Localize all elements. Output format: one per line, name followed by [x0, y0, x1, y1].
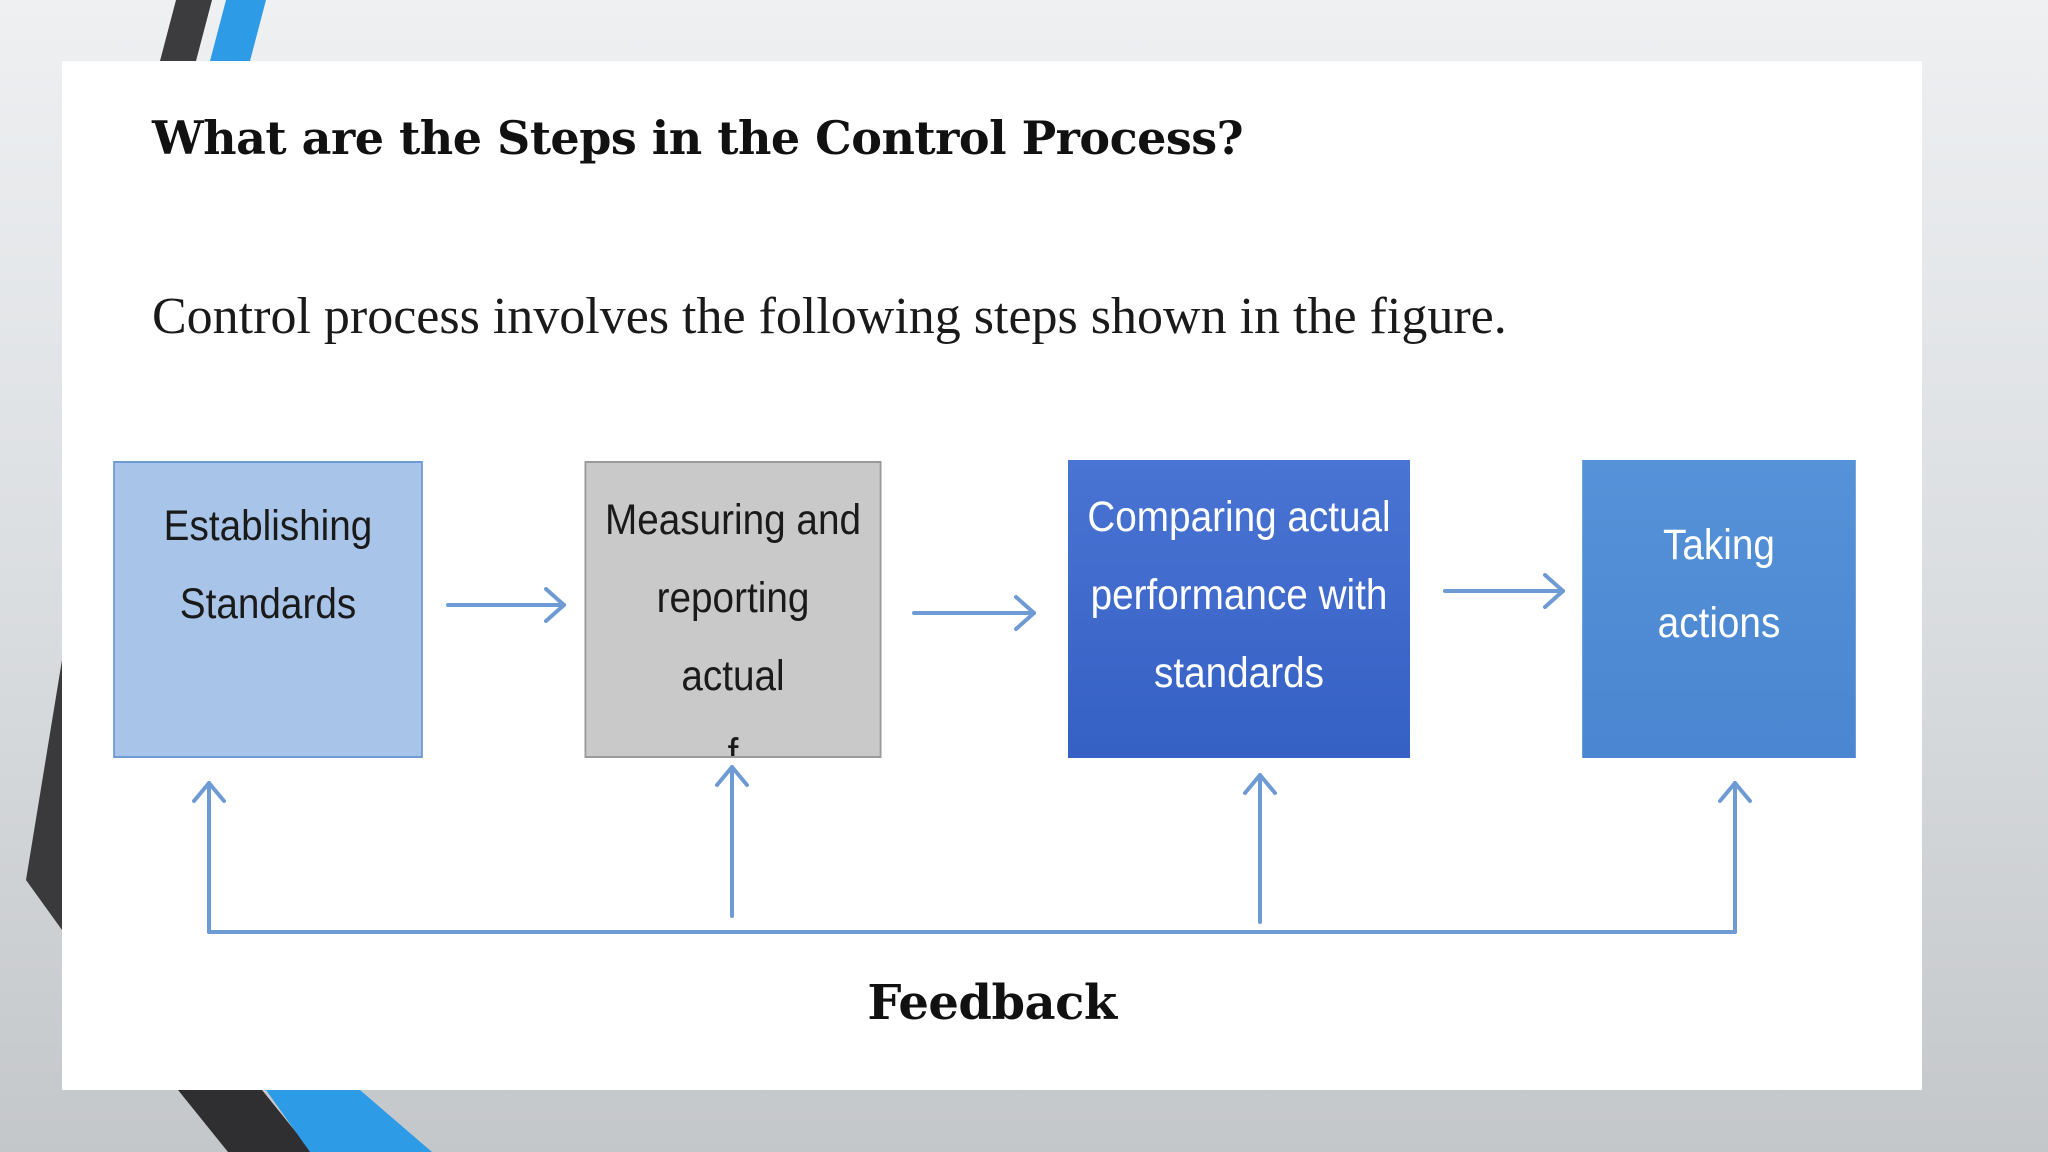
step-label-line: Establishing — [163, 502, 373, 550]
step-label-line: standards — [1154, 649, 1324, 697]
blue-stripe-top — [210, 0, 266, 61]
step-label-line: reporting — [656, 574, 810, 622]
step-measuring-reporting: Measuring and reporting actual f — [584, 461, 882, 758]
slide-card: What are the Steps in the Control Proces… — [62, 61, 1922, 1090]
feedback-label: Feedback — [867, 975, 1117, 1031]
step-label-line: Comparing actual — [1087, 493, 1391, 541]
dark-stripe-bottom — [178, 1090, 312, 1152]
feedback-arrow-to-step-1 — [192, 781, 226, 934]
step-label-line: Measuring and — [604, 496, 862, 544]
step-label-line: actual — [681, 652, 785, 700]
step-label-line: performance with — [1090, 571, 1388, 619]
step-comparing-performance: Comparing actual performance with standa… — [1068, 460, 1410, 758]
arrow-step-1-to-2 — [446, 587, 566, 623]
feedback-arrow-to-step-4 — [1718, 781, 1752, 934]
feedback-arrow-to-step-2 — [715, 765, 749, 918]
blue-stripe-bottom — [266, 1090, 432, 1152]
dark-wedge-left — [26, 660, 62, 930]
arrow-step-2-to-3 — [912, 595, 1036, 631]
step-taking-actions: Taking actions — [1582, 460, 1856, 758]
step-label-line: actions — [1657, 599, 1781, 647]
step-establishing-standards: Establishing Standards — [113, 461, 423, 758]
dark-stripe-top — [160, 0, 212, 61]
arrow-step-3-to-4 — [1443, 573, 1565, 609]
step-label-line: f — [727, 730, 739, 758]
diagram-connectors — [192, 573, 1752, 934]
step-label-line: Standards — [179, 580, 357, 628]
feedback-arrow-to-step-3 — [1243, 773, 1277, 924]
step-label-line: Taking — [1663, 521, 1775, 569]
slide-intro-text: Control process involves the following s… — [152, 288, 1507, 345]
slide-title: What are the Steps in the Control Proces… — [152, 111, 1244, 165]
